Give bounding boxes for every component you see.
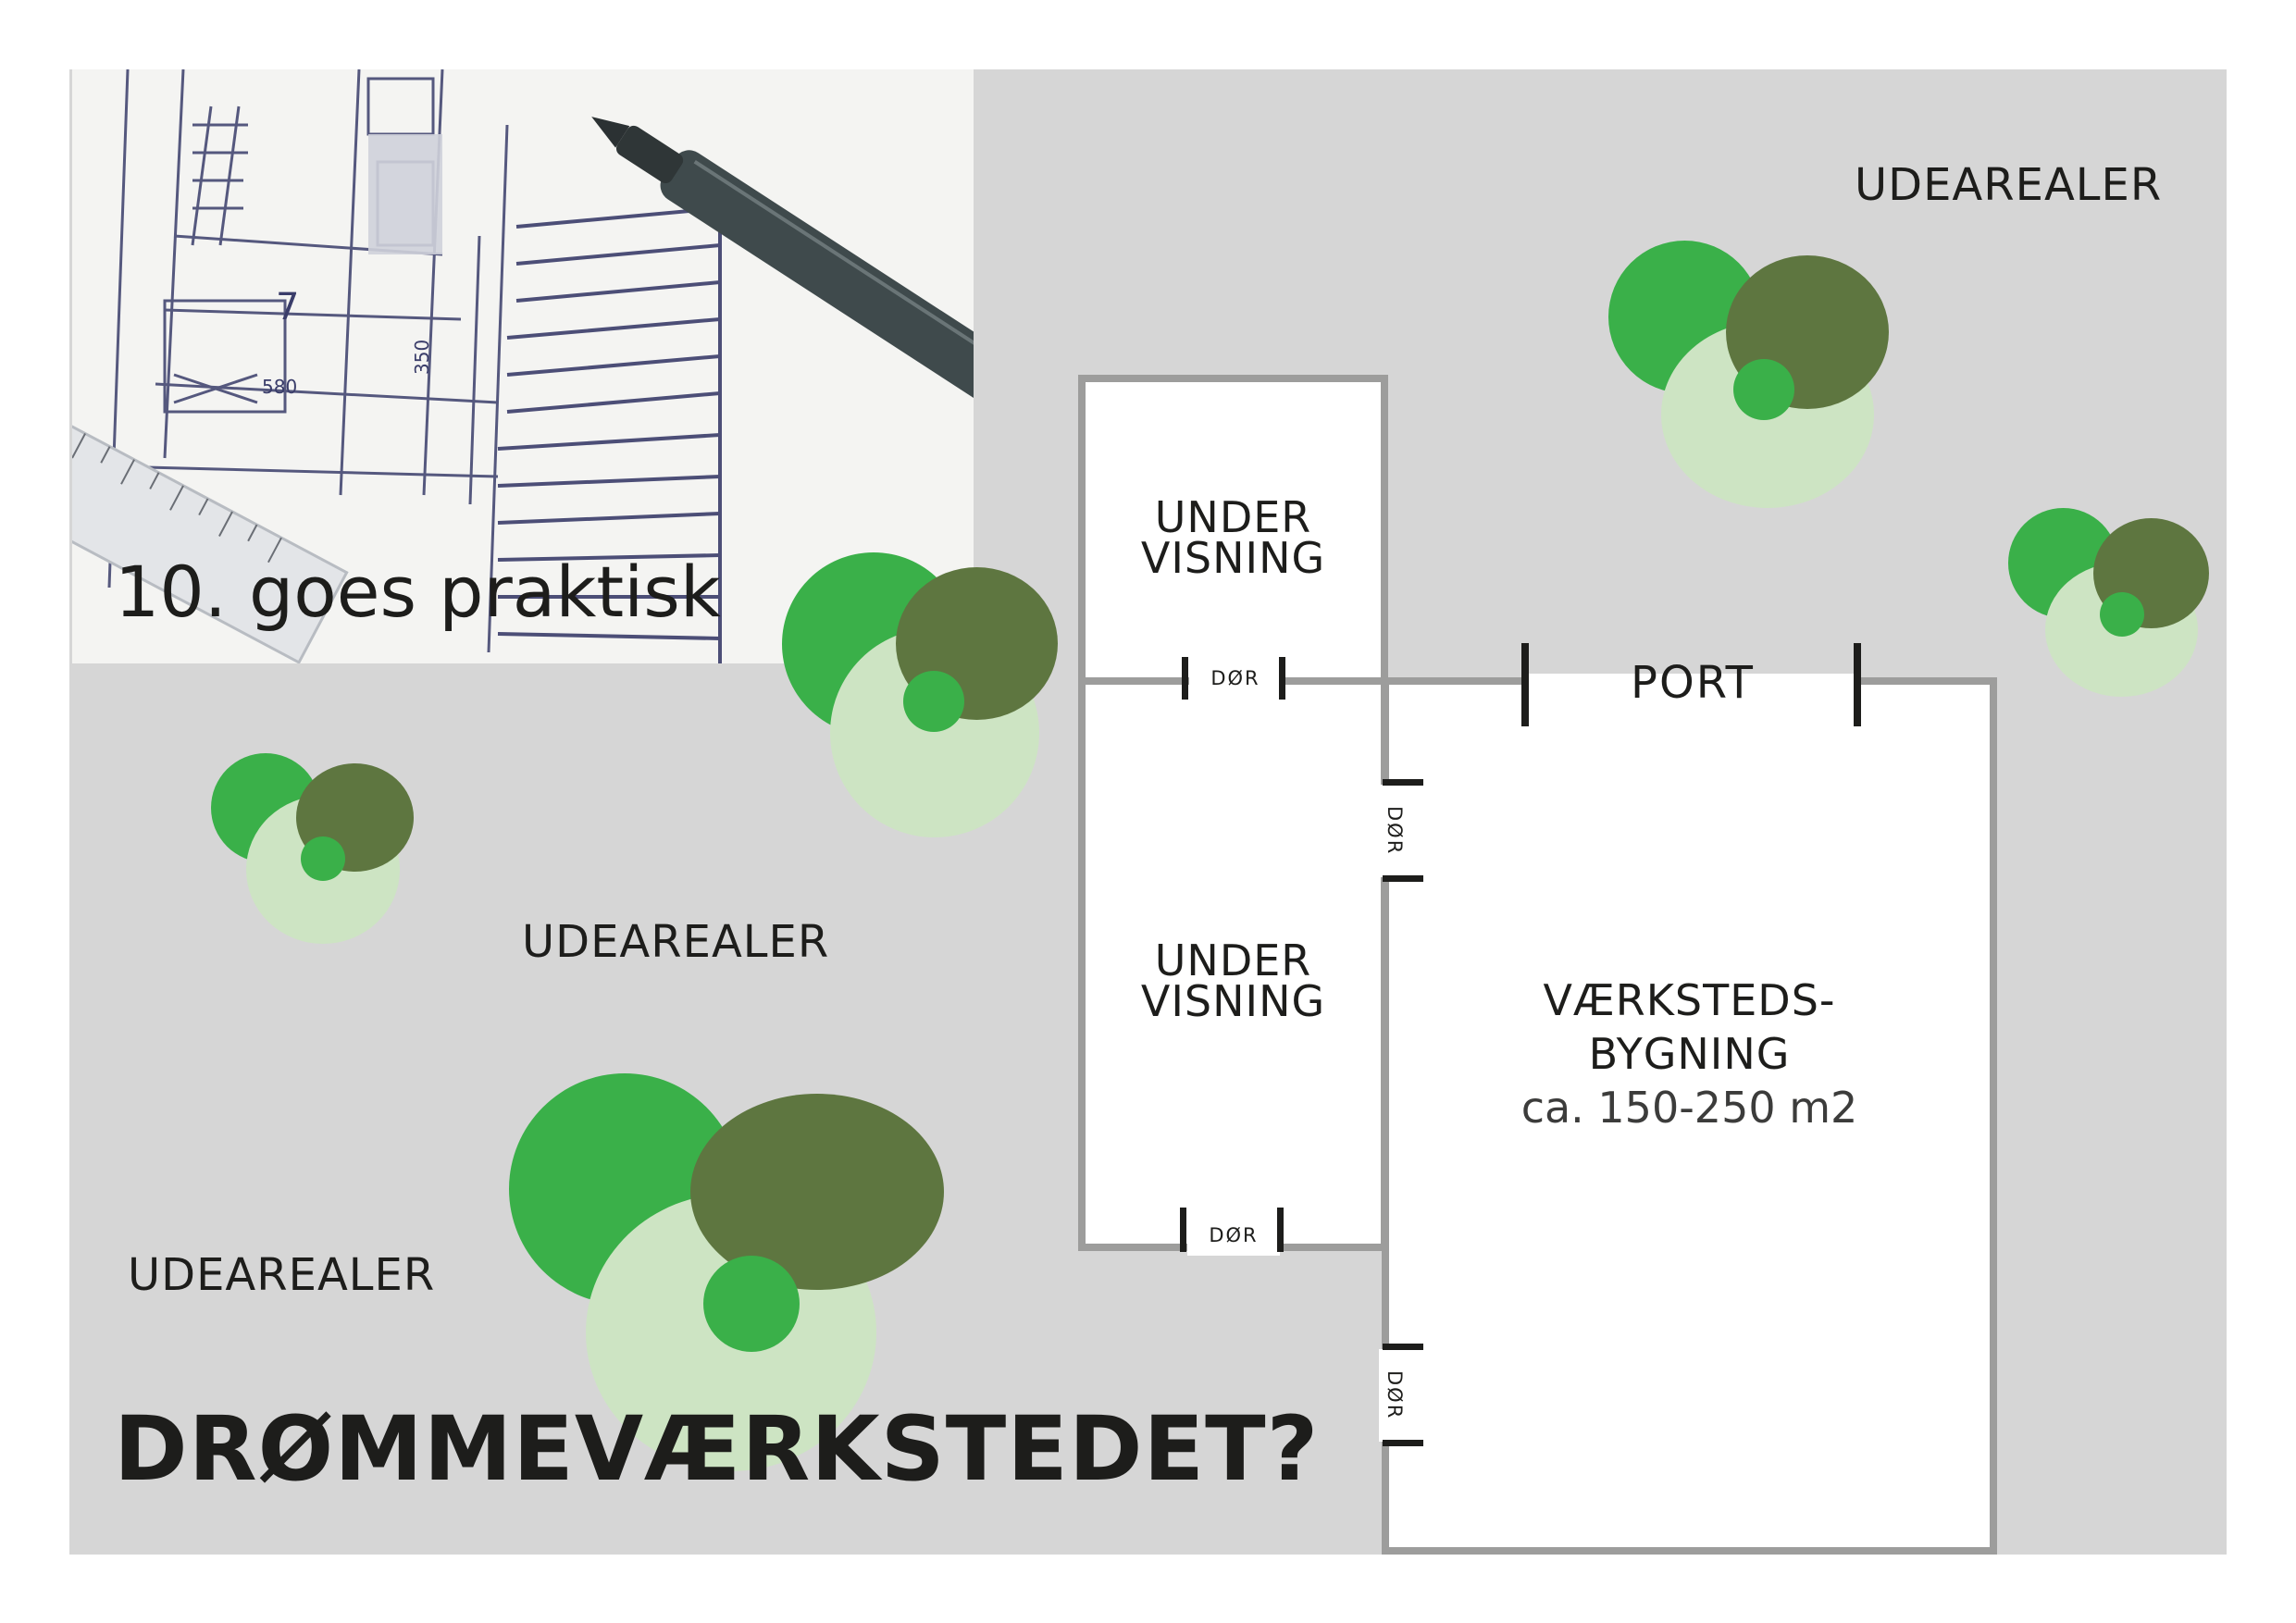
- workshop-building: VÆRKSTEDS- BYGNING ca. 150-250 m2: [1382, 677, 1997, 1555]
- sketch-number: 350: [411, 340, 433, 375]
- door-jamb: [1182, 657, 1188, 700]
- door-jamb: [1383, 1440, 1423, 1446]
- port-label: PORT: [1631, 657, 1755, 709]
- blueprint-sketch: 7 580 350: [72, 69, 974, 663]
- port-jamb-left: [1521, 643, 1529, 726]
- sketch-number: 580: [262, 376, 297, 398]
- door-jamb: [1383, 1344, 1423, 1350]
- door-label: DØR: [1189, 663, 1282, 694]
- workshop-label-line: BYGNING: [1588, 1029, 1791, 1079]
- door-jamb: [1279, 657, 1285, 700]
- door-jamb: [1180, 1208, 1186, 1252]
- outdoor-label-middle: UDEAREALER: [522, 916, 830, 968]
- door-label: DØR: [1379, 1349, 1410, 1442]
- wall-segment: [1382, 677, 1530, 685]
- port-jamb-right: [1854, 643, 1861, 726]
- workshop-size: ca. 150-250 m2: [1520, 1083, 1858, 1133]
- teaching-room-lower: UNDER VISNING: [1078, 677, 1388, 1251]
- teaching-room-upper: UNDER VISNING: [1078, 375, 1388, 685]
- door-label: DØR: [1379, 785, 1410, 877]
- outdoor-label-bottom-left: UDEAREALER: [128, 1249, 436, 1301]
- door-label: DØR: [1187, 1215, 1280, 1256]
- page-title: DRØMMEVÆRKSTEDET?: [114, 1397, 1320, 1501]
- port-opening: [1527, 674, 1858, 688]
- teaching-room-label: UNDER VISNING: [1086, 492, 1381, 583]
- door-jamb: [1277, 1208, 1284, 1252]
- teaching-room-label: UNDER VISNING: [1086, 935, 1381, 1026]
- door-jamb: [1383, 875, 1423, 882]
- outdoor-label-top-right: UDEAREALER: [1855, 159, 2163, 211]
- blueprint-photo: 7 580 350 10. goes: [72, 69, 974, 663]
- workshop-label: VÆRKSTEDS- BYGNING ca. 150-250 m2: [1389, 973, 1990, 1134]
- photo-title: 10. goes praktisk: [115, 551, 721, 633]
- sketch-number: 7: [276, 286, 299, 328]
- room-label-line: UNDER: [1154, 492, 1312, 542]
- room-label-line: UNDER: [1154, 935, 1312, 985]
- room-label-line: VISNING: [1140, 976, 1326, 1026]
- room-label-line: VISNING: [1140, 533, 1326, 583]
- door-jamb: [1383, 779, 1423, 786]
- workshop-label-line: VÆRKSTEDS-: [1543, 975, 1836, 1025]
